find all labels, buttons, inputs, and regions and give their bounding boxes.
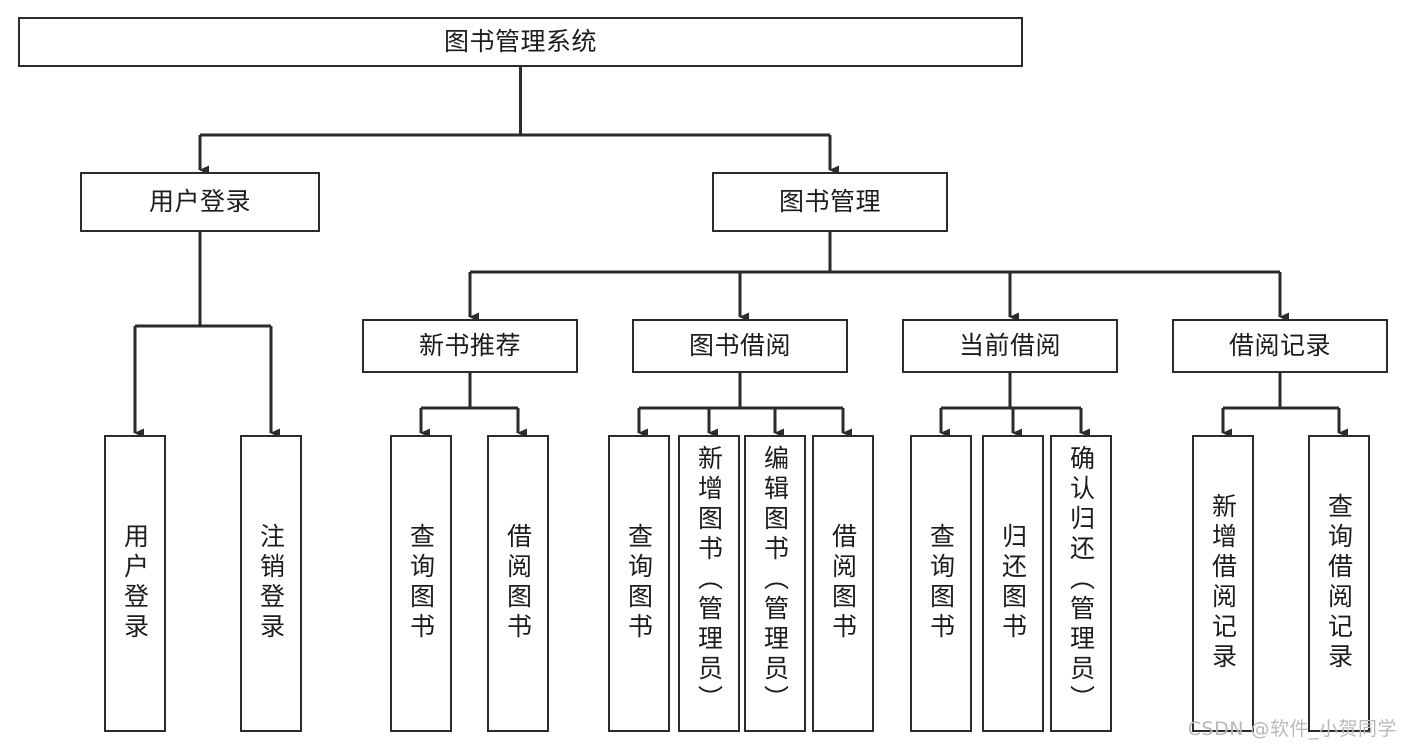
csdn-watermark: CSDN @软件_小贺同学: [1187, 718, 1397, 740]
node-label-new-book-rec: 新书推荐: [418, 331, 521, 361]
node-label-leaf-borrow-book-1: 借阅图书: [503, 523, 533, 643]
node-label-user-login: 用户登录: [148, 187, 251, 217]
node-label-leaf-add-record: 新增借阅记录: [1208, 493, 1238, 673]
node-leaf-edit-book[interactable]: 编辑图书（管理员）: [744, 435, 806, 732]
node-label-leaf-confirm-return: 确认归还（管理员）: [1066, 445, 1096, 715]
node-label-current-borrow: 当前借阅: [958, 331, 1061, 361]
node-label-leaf-borrow-book-2: 借阅图书: [828, 523, 858, 643]
node-label-leaf-query-book-2: 查询图书: [624, 523, 654, 643]
node-label-leaf-user-login: 用户登录: [120, 523, 150, 643]
node-leaf-add-book[interactable]: 新增图书（管理员）: [678, 435, 740, 732]
node-leaf-confirm-return[interactable]: 确认归还（管理员）: [1050, 435, 1112, 732]
node-leaf-query-book-2[interactable]: 查询图书: [608, 435, 670, 732]
node-leaf-query-record[interactable]: 查询借阅记录: [1308, 435, 1370, 732]
node-label-leaf-add-book: 新增图书（管理员）: [694, 445, 724, 715]
node-label-leaf-query-record: 查询借阅记录: [1324, 493, 1354, 673]
node-label-borrow-record: 借阅记录: [1228, 331, 1331, 361]
node-leaf-add-record[interactable]: 新增借阅记录: [1192, 435, 1254, 732]
node-leaf-user-login[interactable]: 用户登录: [104, 435, 166, 732]
node-leaf-query-book-1[interactable]: 查询图书: [390, 435, 452, 732]
node-root[interactable]: 图书管理系统: [18, 17, 1023, 67]
node-leaf-borrow-book-1[interactable]: 借阅图书: [487, 435, 549, 732]
node-label-leaf-query-book-3: 查询图书: [926, 523, 956, 643]
node-label-book-borrow: 图书借阅: [688, 331, 791, 361]
node-label-leaf-query-book-1: 查询图书: [406, 523, 436, 643]
node-new-book-rec[interactable]: 新书推荐: [362, 319, 578, 373]
node-label-book-manage: 图书管理: [778, 187, 881, 217]
node-leaf-query-book-3[interactable]: 查询图书: [910, 435, 972, 732]
node-user-login[interactable]: 用户登录: [80, 172, 320, 232]
node-book-borrow[interactable]: 图书借阅: [632, 319, 848, 373]
node-leaf-borrow-book-2[interactable]: 借阅图书: [812, 435, 874, 732]
node-current-borrow[interactable]: 当前借阅: [902, 319, 1118, 373]
node-leaf-logout[interactable]: 注销登录: [240, 435, 302, 732]
node-label-leaf-logout: 注销登录: [256, 523, 286, 643]
node-label-root: 图书管理系统: [443, 27, 597, 57]
node-label-leaf-edit-book: 编辑图书（管理员）: [760, 445, 790, 715]
node-label-leaf-return-book: 归还图书: [998, 523, 1028, 643]
node-leaf-return-book[interactable]: 归还图书: [982, 435, 1044, 732]
node-borrow-record[interactable]: 借阅记录: [1172, 319, 1388, 373]
node-book-manage[interactable]: 图书管理: [712, 172, 948, 232]
